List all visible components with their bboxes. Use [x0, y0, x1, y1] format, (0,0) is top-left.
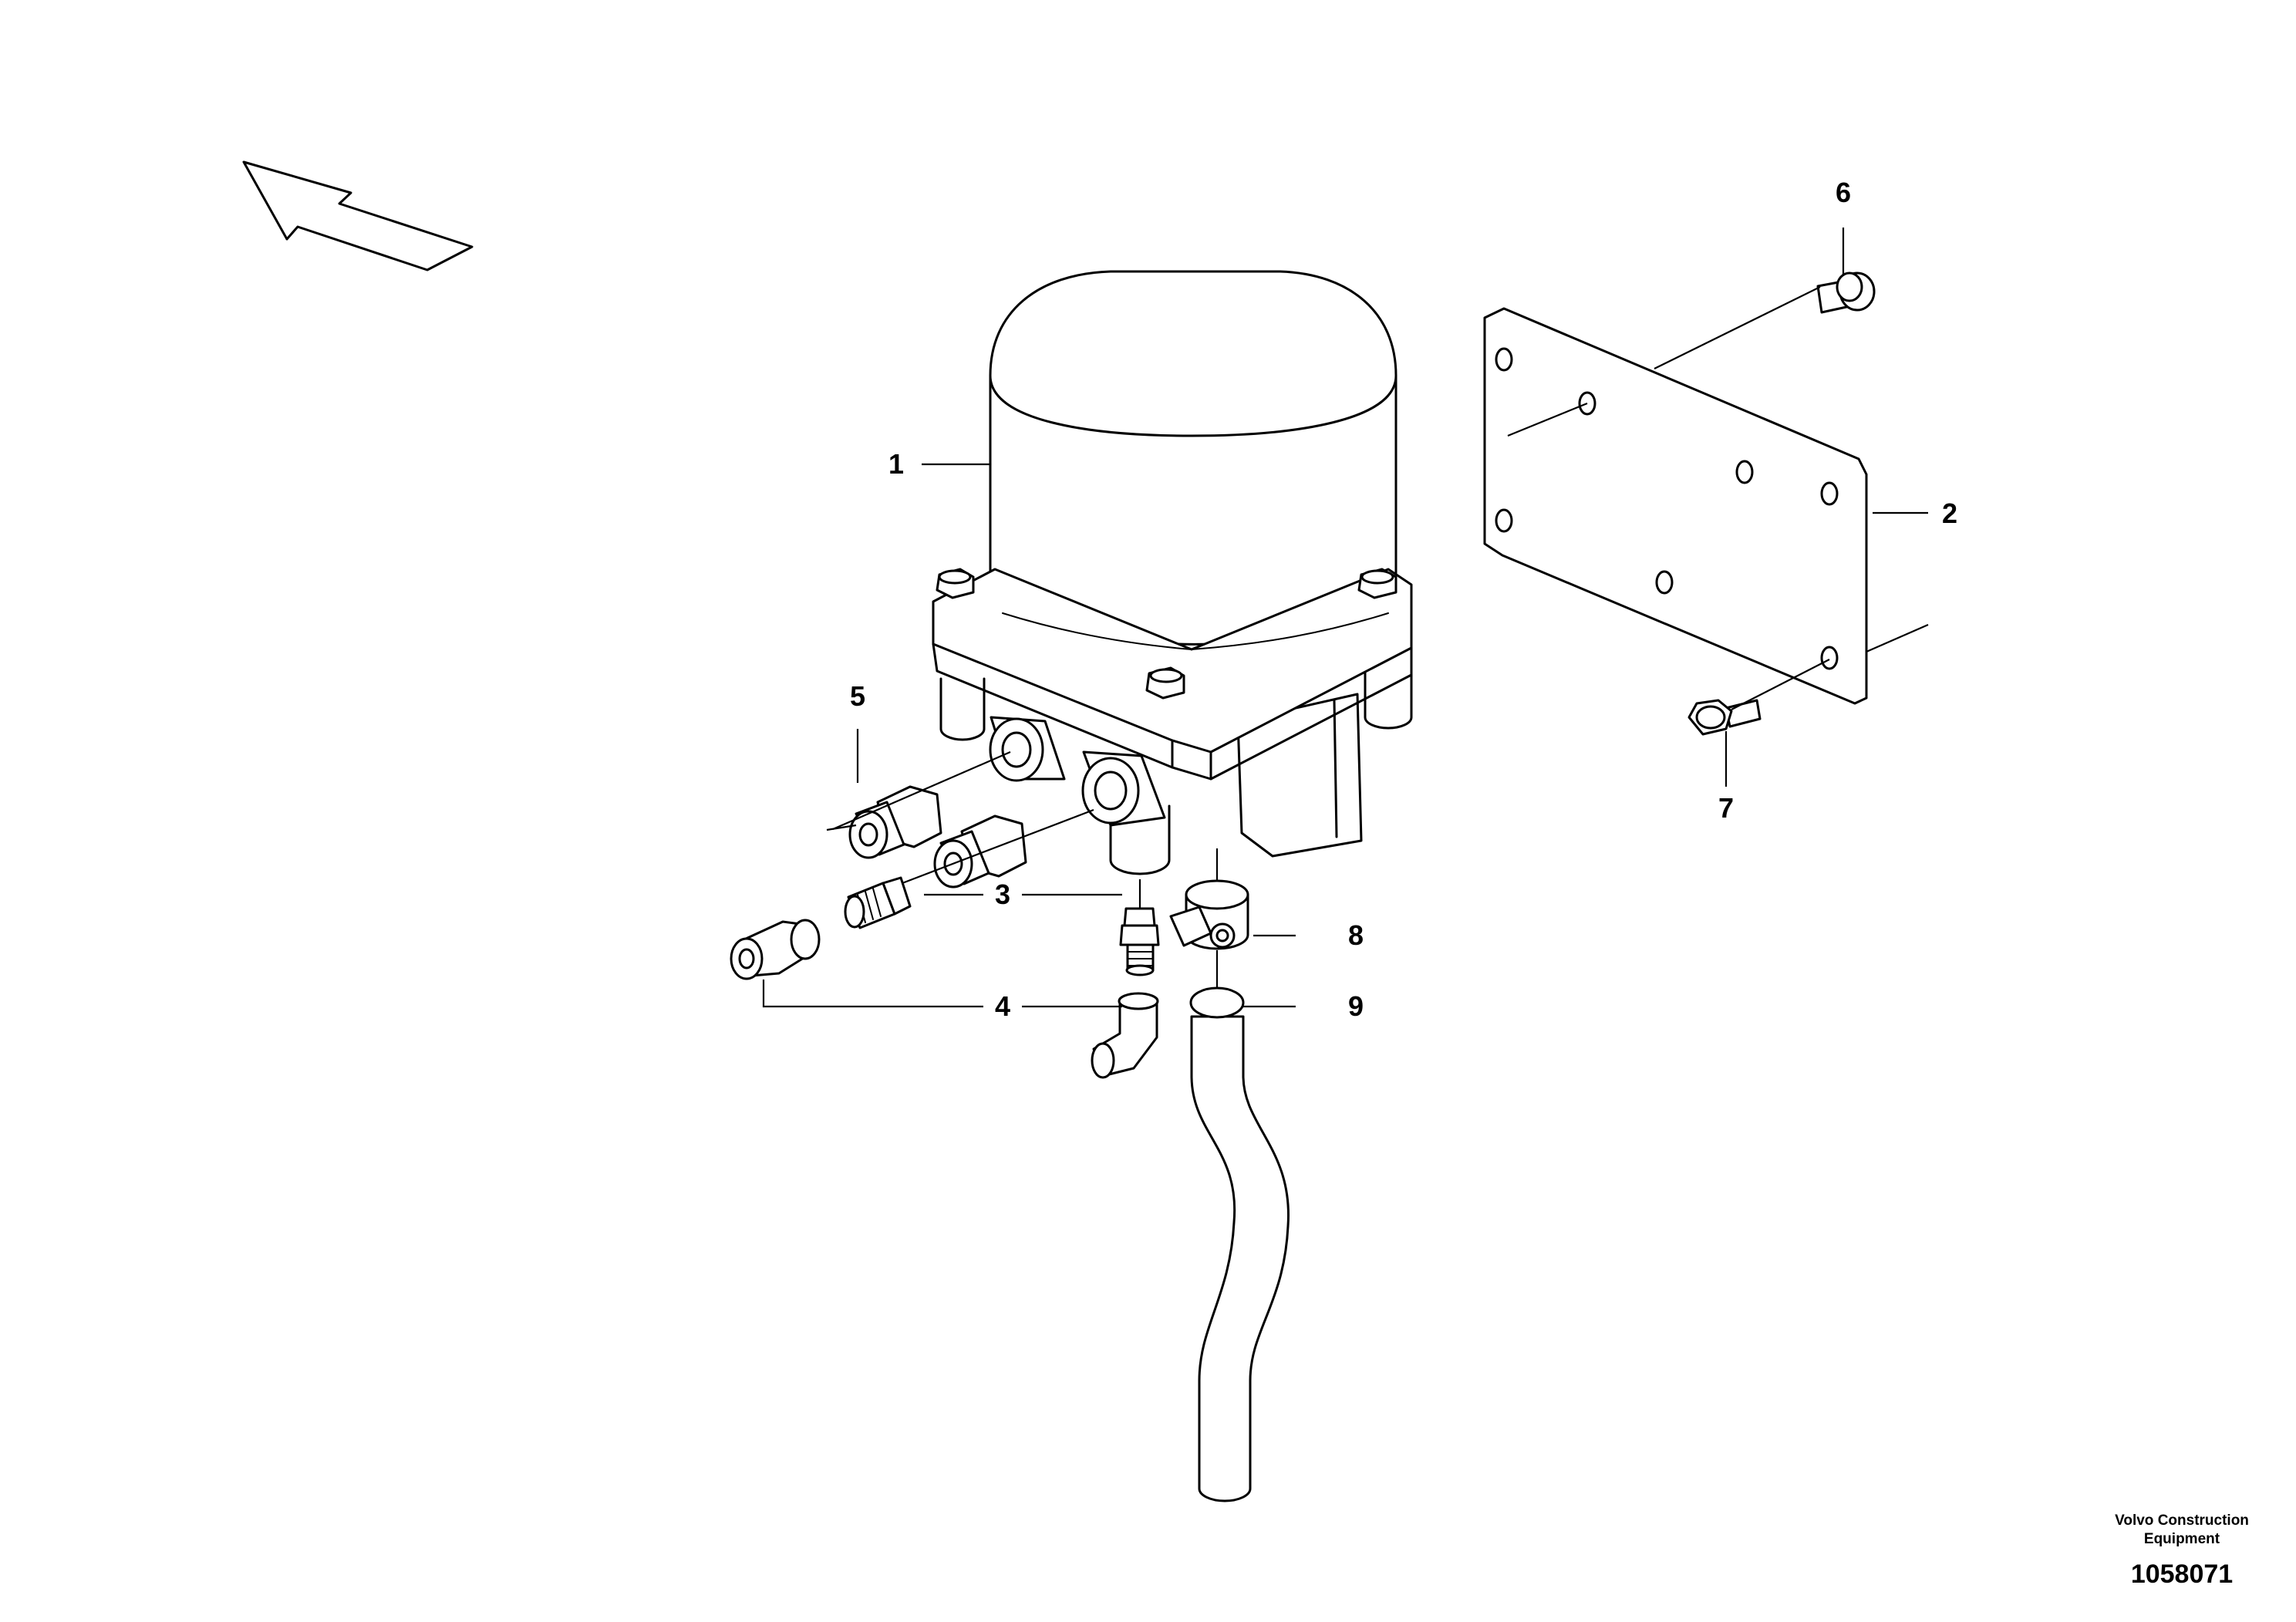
callout-8: 8 — [1348, 919, 1364, 951]
mounting-plate-part — [1483, 307, 1868, 705]
outlet-port — [989, 716, 1066, 782]
union-nut-part — [848, 785, 942, 859]
callout-6: 6 — [1836, 177, 1851, 208]
callout-4: 4 — [995, 990, 1010, 1022]
direction-arrow-icon — [242, 160, 474, 271]
nipple-part — [844, 876, 912, 929]
air-dryer-cartridge-part — [989, 270, 1397, 646]
elbow-fitting-part — [730, 919, 821, 980]
callout-3: 3 — [995, 878, 1010, 910]
hose-clamp-part — [1169, 879, 1249, 950]
flange-bolt — [936, 568, 975, 599]
callout-2: 2 — [1942, 497, 1957, 529]
nipple-part — [1119, 907, 1160, 976]
callout-7: 7 — [1718, 792, 1734, 824]
drawing-number: 1058071 — [2131, 1560, 2233, 1589]
leader-lines — [762, 228, 1929, 1008]
flange-bolt — [1145, 666, 1185, 700]
flange-bolt — [1357, 568, 1397, 599]
company-name-line2: Equipment — [2144, 1531, 2220, 1547]
elbow-fitting-part — [1091, 992, 1159, 1079]
company-name-line1: Volvo Construction — [2115, 1512, 2249, 1529]
hose-part — [1189, 986, 1290, 1502]
bolt-top-part — [1816, 271, 1876, 314]
callout-1: 1 — [888, 448, 904, 480]
callout-9: 9 — [1348, 990, 1364, 1022]
union-nut-part — [933, 814, 1027, 889]
callout-5: 5 — [850, 680, 865, 712]
bolt-bottom-part — [1687, 699, 1762, 736]
dryer-housing-part — [932, 568, 1413, 875]
outlet-port — [1081, 750, 1166, 827]
